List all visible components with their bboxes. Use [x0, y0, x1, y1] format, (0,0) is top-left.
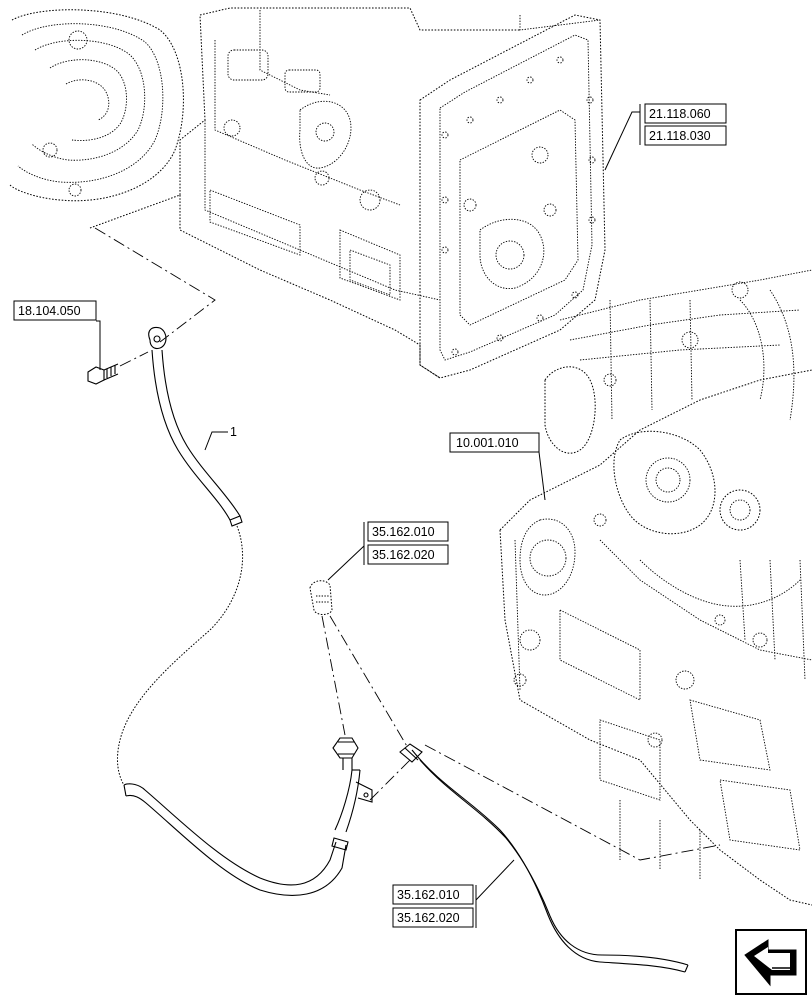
pipe-item-1 [116, 326, 373, 896]
ref-transmission[interactable]: 21.118.060 21.118.030 [604, 103, 727, 171]
ref-label-bolt[interactable]: 18.104.050 [18, 304, 81, 318]
ref-label-hose-a[interactable]: 35.162.010 [397, 888, 460, 902]
engine-block [499, 269, 812, 906]
return-hose [399, 743, 689, 973]
connection-line-bolt [94, 227, 216, 343]
ref-label-fitting-a[interactable]: 35.162.010 [372, 525, 435, 539]
ref-fitting[interactable]: 35.162.010 35.162.020 [327, 521, 449, 581]
ref-label-transmission-b[interactable]: 21.118.030 [649, 129, 711, 143]
ref-label-fitting-b[interactable]: 35.162.020 [372, 548, 435, 562]
hose-fitting [309, 580, 409, 749]
callout-label-item-1: 1 [230, 425, 237, 439]
callout-item-1: 1 [204, 425, 237, 451]
ref-bolt[interactable]: 18.104.050 [13, 300, 101, 370]
transmission-housing [9, 7, 606, 379]
bolt-part [87, 351, 149, 385]
ref-label-transmission-a[interactable]: 21.118.060 [649, 107, 711, 121]
ref-label-engine[interactable]: 10.001.010 [456, 436, 519, 450]
ref-hose[interactable]: 35.162.010 35.162.020 [392, 859, 515, 928]
ref-label-hose-b[interactable]: 35.162.020 [397, 911, 460, 925]
ref-engine[interactable]: 10.001.010 [449, 432, 546, 501]
back-arrow-icon[interactable] [735, 929, 807, 995]
connection-line-engine [424, 744, 721, 861]
